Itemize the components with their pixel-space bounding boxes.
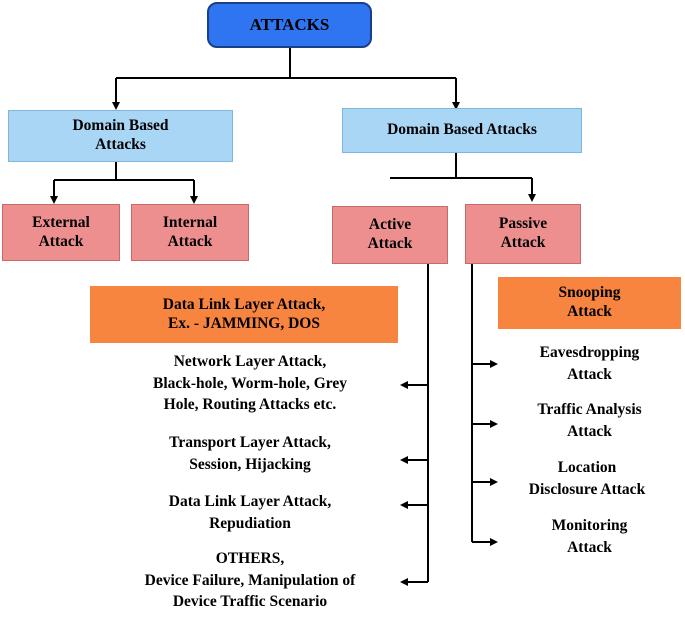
attacks-root-node: ATTACKS — [207, 2, 372, 48]
active-line-2: Attack — [367, 235, 413, 252]
active-item-data-link-layer: Data Link Layer Attack, Repudiation — [100, 491, 400, 534]
passive-item-location-disclosure: Location Disclosure Attack — [492, 457, 682, 500]
active-item-others: OTHERS, Device Failure, Manipulation of … — [100, 548, 400, 613]
passive-item-1-line-1: Eavesdropping — [539, 344, 640, 361]
active-item-2-line-2: Session, Hijacking — [189, 455, 311, 473]
active-header-box: Data Link Layer Attack, Ex. - JAMMING, D… — [90, 286, 398, 343]
external-line-2: Attack — [38, 232, 84, 250]
active-item-3-line-2: Repudiation — [209, 514, 291, 532]
active-item-1-line-3: Hole, Routing Attacks etc. — [163, 396, 337, 414]
internal-line-1: Internal — [162, 213, 218, 231]
attacks-root-label: ATTACKS — [249, 14, 330, 34]
active-item-4-line-2: Device Failure, Manipulation of — [144, 571, 356, 589]
internal-attack-node: Internal Attack — [131, 204, 249, 261]
passive-item-traffic-analysis: Traffic Analysis Attack — [498, 399, 681, 442]
passive-item-4-line-1: Monitoring — [551, 517, 628, 534]
passive-line-2: Attack — [500, 234, 546, 251]
active-item-1-line-1: Network Layer Attack, — [173, 353, 327, 370]
internal-line-2: Attack — [167, 232, 213, 250]
passive-item-3-line-2: Disclosure Attack — [528, 480, 646, 498]
external-attack-node: External Attack — [2, 204, 120, 261]
active-item-4-line-1: OTHERS, — [215, 550, 285, 567]
passive-item-monitoring: Monitoring Attack — [498, 515, 681, 558]
passive-item-eavesdropping: Eavesdropping Attack — [498, 342, 681, 385]
domain-right-label: Domain Based Attacks — [387, 121, 537, 139]
passive-header-box: Snooping Attack — [498, 277, 681, 329]
passive-item-4-line-2: Attack — [567, 538, 612, 556]
active-item-3-line-1: Data Link Layer Attack, — [168, 493, 332, 510]
passive-attack-node: Passive Attack — [465, 204, 581, 264]
active-item-network-layer: Network Layer Attack, Black-hole, Worm-h… — [100, 351, 400, 416]
passive-item-2-line-2: Attack — [567, 422, 612, 440]
active-item-4-line-3: Device Traffic Scenario — [172, 593, 328, 611]
active-header-line-2: Ex. - JAMMING, DOS — [168, 314, 320, 332]
domain-based-right-node: Domain Based Attacks — [342, 108, 582, 153]
passive-item-1-line-2: Attack — [567, 365, 612, 383]
passive-item-3-line-1: Location — [557, 459, 617, 476]
active-item-transport-layer: Transport Layer Attack, Session, Hijacki… — [100, 432, 400, 475]
active-item-2-line-1: Transport Layer Attack, — [169, 434, 331, 451]
active-item-1-line-2: Black-hole, Worm-hole, Grey — [152, 374, 348, 392]
passive-item-2-line-1: Traffic Analysis — [537, 401, 642, 418]
external-line-1: External — [32, 213, 90, 231]
passive-header-line-2: Attack — [567, 303, 612, 320]
active-header-line-1: Data Link Layer Attack, — [162, 295, 326, 313]
active-attack-node: Active Attack — [332, 206, 448, 264]
passive-line-1: Passive — [498, 215, 548, 233]
passive-header-line-1: Snooping — [558, 284, 621, 302]
domain-left-line-1: Domain Based — [72, 117, 169, 135]
active-line-1: Active — [368, 216, 412, 234]
domain-based-left-node: Domain Based Attacks — [8, 110, 233, 162]
domain-left-line-2: Attacks — [95, 136, 146, 153]
